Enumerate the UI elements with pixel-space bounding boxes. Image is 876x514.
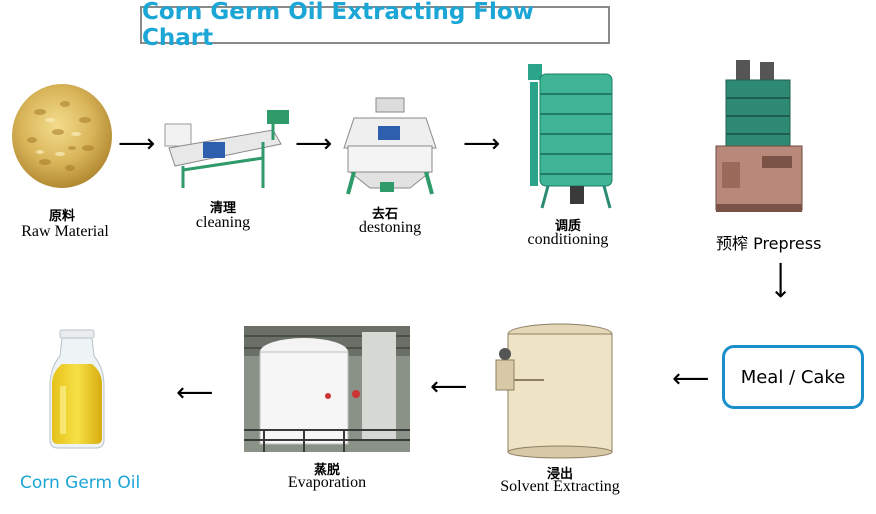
arrow-right-1: ⟶ — [118, 129, 156, 159]
prepress-label: 预榨 Prepress — [716, 234, 822, 253]
destoning-en: destoning — [358, 219, 422, 236]
raw-material-en: Raw Material — [21, 223, 109, 240]
raw-material-image — [12, 84, 112, 188]
meal-cake-box: Meal / Cake — [722, 345, 864, 409]
destoning-machine-image — [343, 97, 437, 195]
raw-material-cn: 原料 — [48, 209, 75, 224]
cleaning-machine-image — [164, 110, 289, 188]
evaporation-image — [244, 326, 410, 452]
arrow-left-1: ⟵ — [672, 364, 710, 394]
conditioning-en: conditioning — [527, 231, 609, 248]
evaporation-cn: 蒸脱 — [313, 463, 340, 478]
cleaning-cn: 清理 — [209, 201, 236, 216]
title-box: Corn Germ Oil Extracting Flow Chart — [140, 0, 610, 51]
destoning-cn: 去石 — [371, 207, 398, 222]
arrow-left-3: ⟵ — [176, 378, 214, 408]
page-title: Corn Germ Oil Extracting Flow Chart — [142, 0, 534, 51]
arrow-right-2: ⟶ — [295, 129, 333, 159]
oil-bottle-image — [49, 329, 105, 449]
solvent-extractor-image — [495, 323, 613, 459]
cleaning-en: cleaning — [195, 214, 251, 231]
arrow-left-2: ⟵ — [430, 372, 468, 402]
meal-cake-label: Meal / Cake — [740, 366, 846, 388]
solvent-cn: 浸出 — [546, 467, 573, 482]
conditioning-tower-image — [528, 64, 613, 209]
conditioning-cn: 调质 — [554, 219, 581, 234]
solvent-en: Solvent Extracting — [500, 478, 620, 495]
arrow-down: ⟶ — [765, 261, 796, 299]
prepress-machine-image — [715, 60, 803, 212]
arrow-right-3: ⟶ — [463, 129, 501, 159]
evaporation-en: Evaporation — [287, 474, 367, 491]
corn-germ-oil-label: Corn Germ Oil — [20, 473, 141, 493]
